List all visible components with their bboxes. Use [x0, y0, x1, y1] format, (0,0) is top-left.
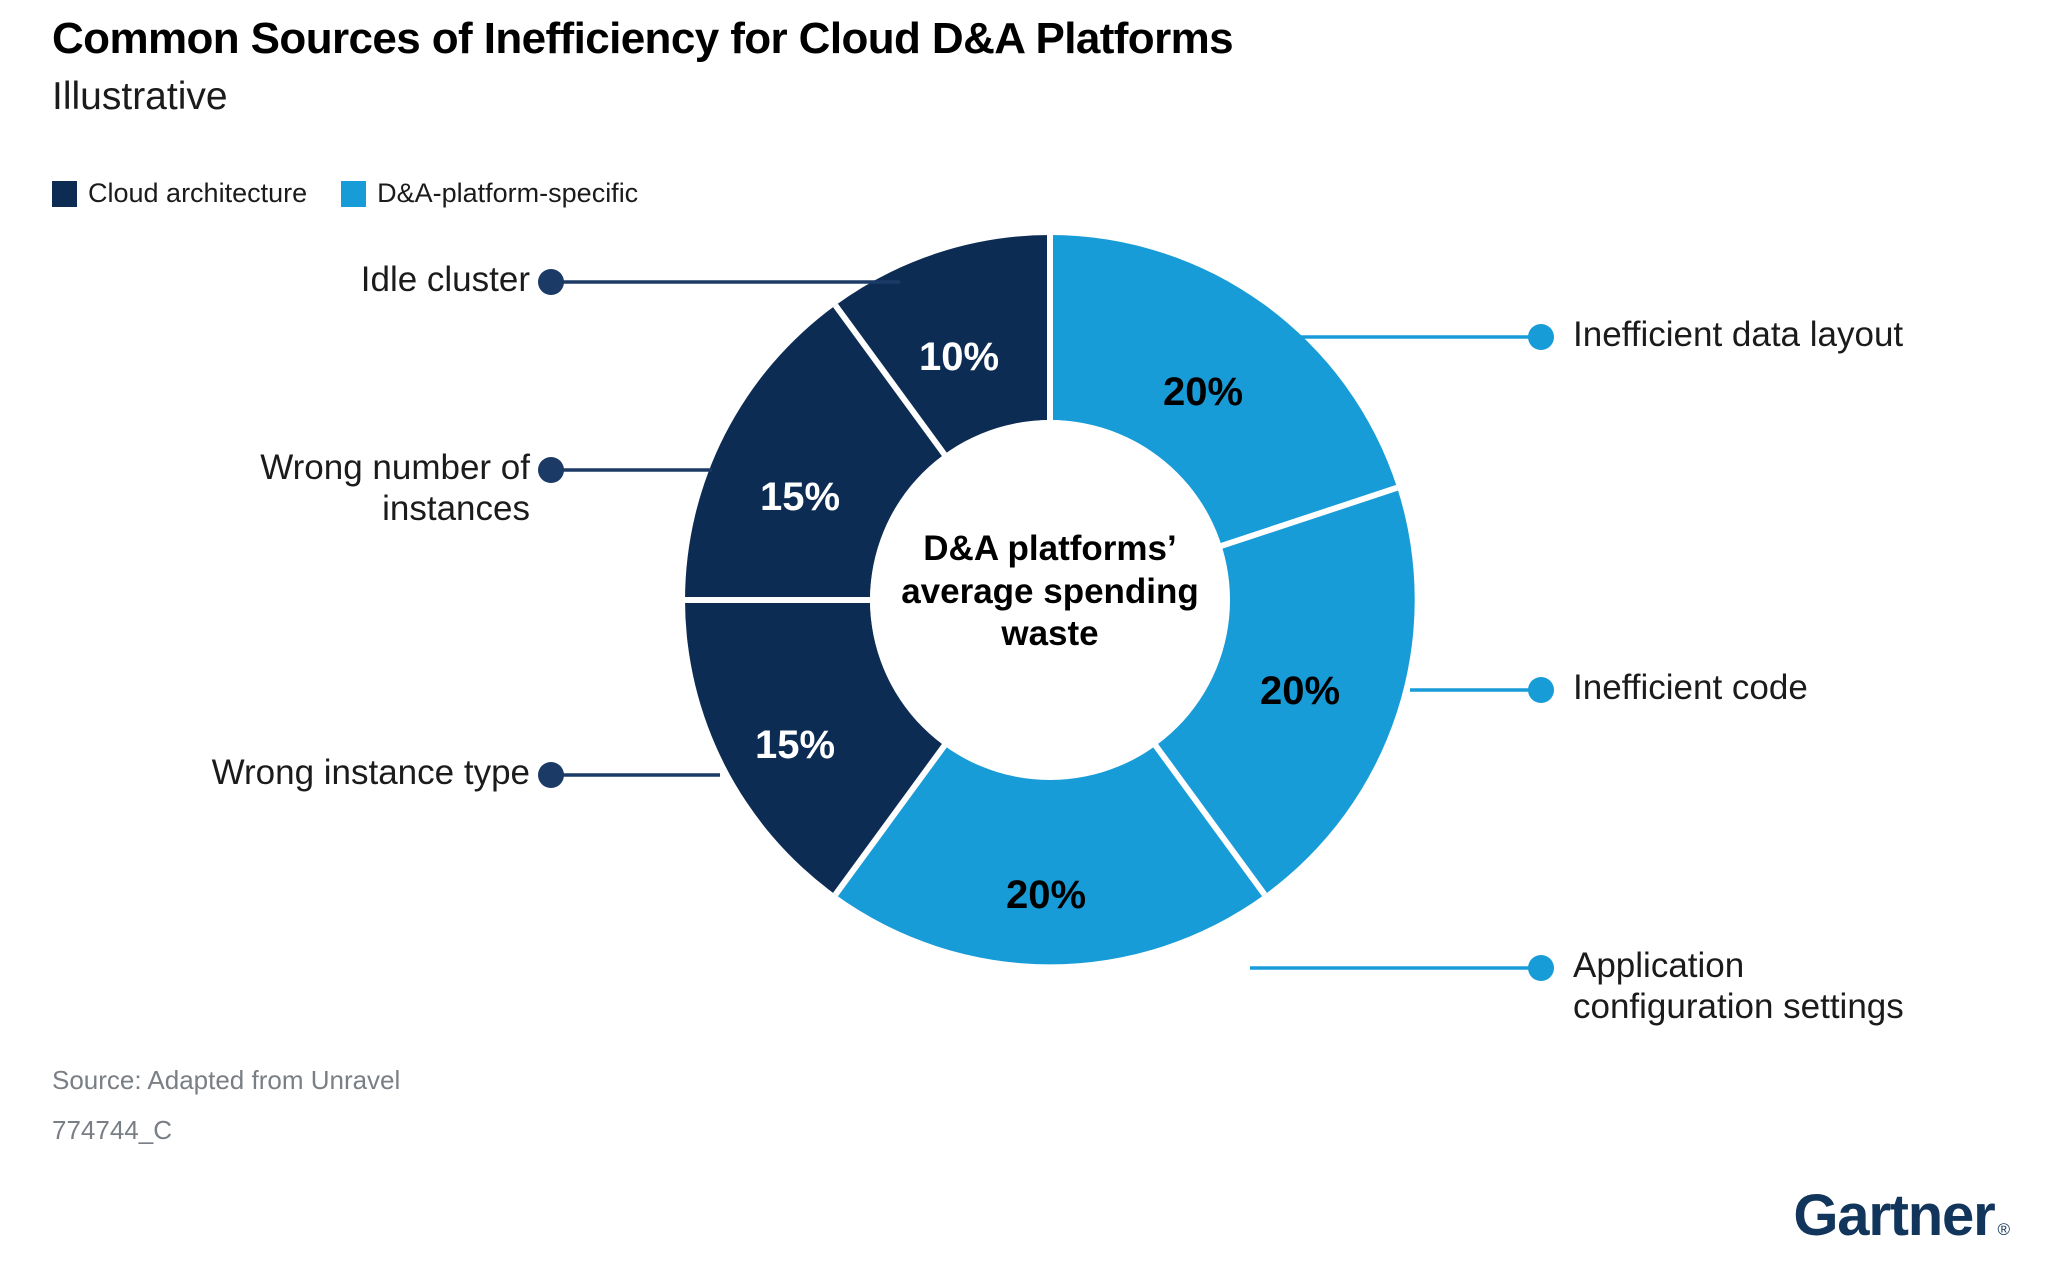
leader-dots-right: [1528, 324, 1554, 981]
leader-dots-left: [538, 269, 564, 788]
callout-label-application-configuration-settings[interactable]: Application configuration settings: [1573, 946, 1904, 1026]
legend: Cloud architecture D&A-platform-specific: [52, 178, 638, 209]
gartner-logo: Gartner ®: [1793, 1187, 2010, 1245]
donut-slices: [685, 235, 1415, 965]
donut-center-label: D&A platforms’ average spending waste: [901, 529, 1199, 654]
legend-item-label: D&A-platform-specific: [377, 178, 639, 208]
legend-item-da-platform-specific[interactable]: D&A-platform-specific: [341, 178, 638, 209]
leader-lines-left: [556, 280, 900, 777]
donut-hole: [870, 420, 1230, 780]
slice-value-wrong-number-of-instances: 15%: [760, 475, 840, 519]
page-title: Common Sources of Inefficiency for Cloud…: [52, 14, 1234, 63]
leader-dot-wrong-instance-type: [538, 762, 564, 788]
legend-item-cloud-architecture[interactable]: Cloud architecture: [52, 178, 307, 209]
slice-value-inefficient-code: 20%: [1260, 669, 1340, 713]
callout-label-wrong-instance-type[interactable]: Wrong instance type: [211, 753, 530, 792]
gartner-wordmark: Gartner: [1793, 1183, 1995, 1248]
legend-swatch-icon: [341, 180, 367, 207]
slice-value-idle-cluster: 10%: [919, 335, 999, 379]
slice-application-configuration-settings[interactable]: [835, 744, 1265, 965]
slice-idle-cluster[interactable]: [835, 235, 1050, 456]
slice-wrong-instance-type[interactable]: [685, 600, 945, 895]
leader-dot-wrong-number-of-instances: [538, 457, 564, 483]
slice-dividers: [685, 235, 1399, 897]
source-note: Source: Adapted from Unravel: [52, 1065, 401, 1095]
callout-label-inefficient-data-layout[interactable]: Inefficient data layout: [1573, 315, 1904, 354]
leader-dot-inefficient-code: [1528, 677, 1554, 703]
slice-value-application-configuration-settings: 20%: [1006, 873, 1086, 917]
legend-swatch-icon: [52, 180, 77, 207]
callout-label-idle-cluster[interactable]: Idle cluster: [360, 260, 530, 299]
registered-trademark-icon: ®: [1997, 1220, 2010, 1239]
legend-item-label: Cloud architecture: [88, 178, 308, 208]
figure-id: 774744_C: [52, 1115, 172, 1145]
leader-dot-idle-cluster: [538, 269, 564, 295]
slice-value-wrong-instance-type: 15%: [755, 723, 835, 767]
callout-label-inefficient-code[interactable]: Inefficient code: [1573, 668, 1808, 707]
leader-lines-right: [1250, 335, 1536, 970]
page-subtitle: Illustrative: [52, 75, 228, 118]
leader-dot-inefficient-data-layout: [1528, 324, 1554, 350]
callout-label-wrong-number-of-instances[interactable]: Wrong number of instances: [260, 448, 530, 528]
slice-value-labels: 10% 15% 15% 20% 20% 20%: [755, 335, 1340, 917]
slice-inefficient-data-layout[interactable]: [1050, 235, 1398, 546]
leader-dot-application-configuration-settings: [1528, 955, 1554, 981]
slice-value-inefficient-data-layout: 20%: [1163, 370, 1243, 414]
slice-inefficient-code[interactable]: [1155, 487, 1415, 895]
slice-wrong-number-of-instances[interactable]: [685, 305, 945, 600]
